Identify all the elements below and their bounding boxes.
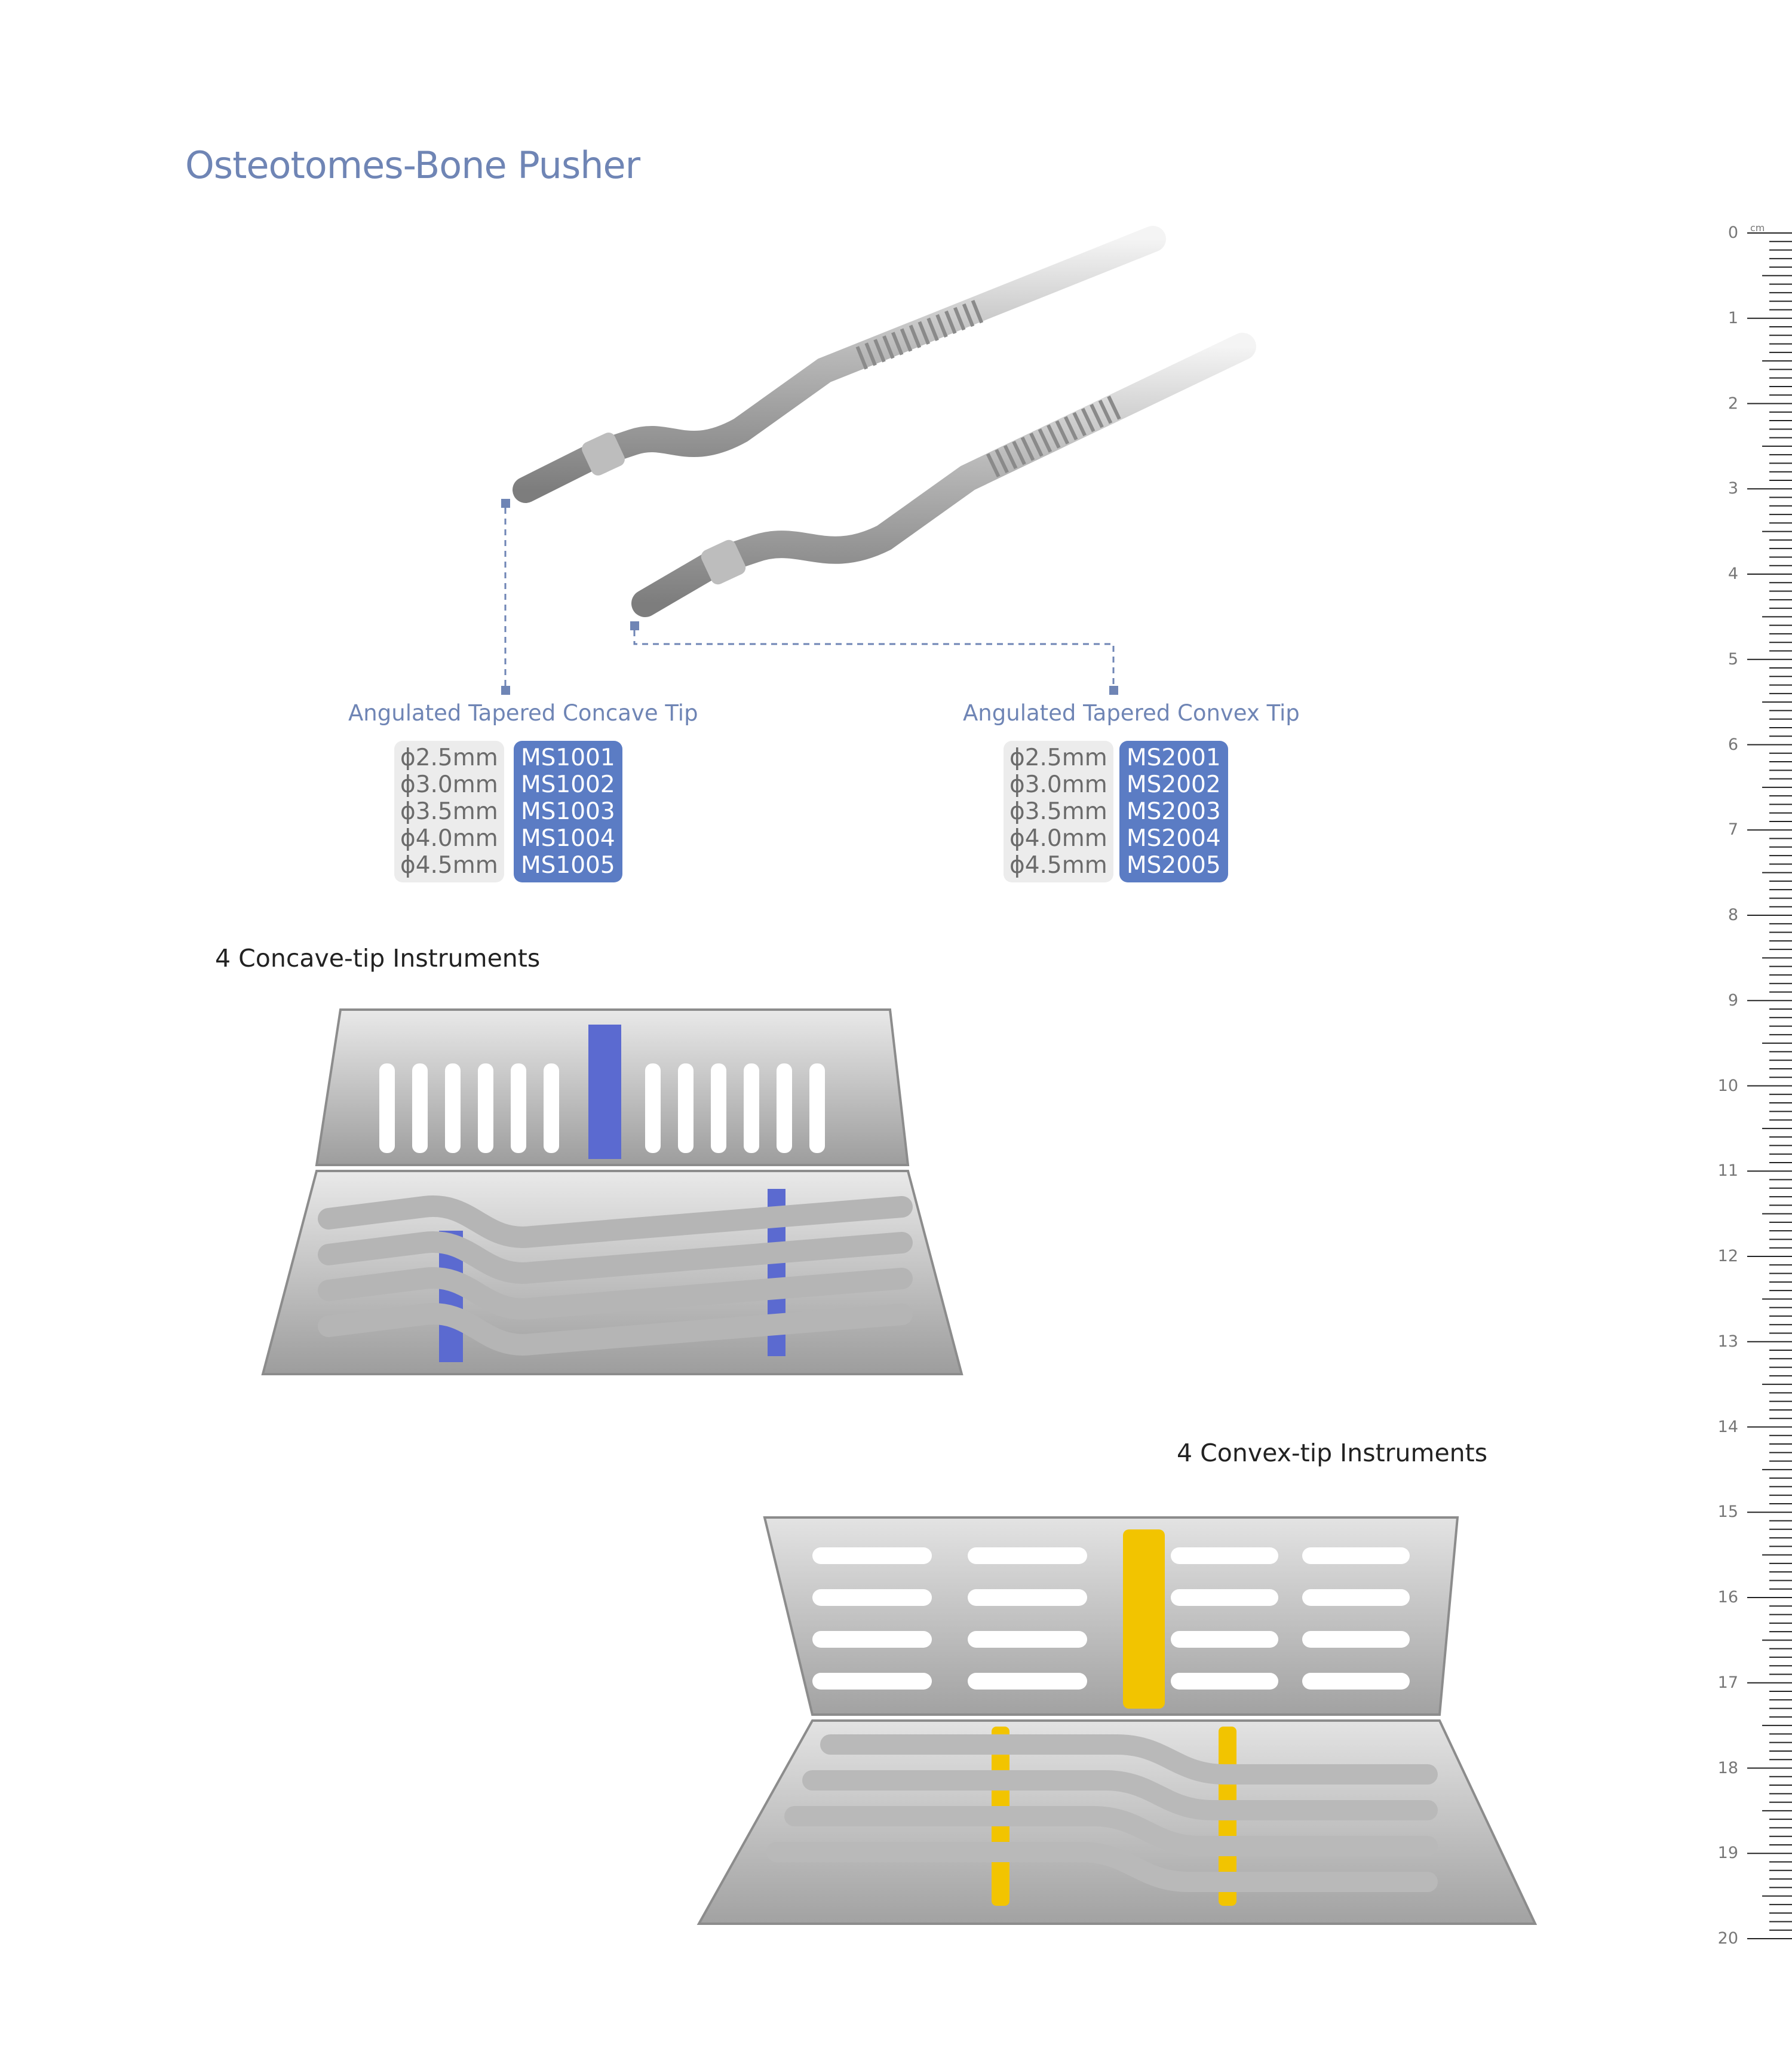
convex-code-list: MS2001 MS2002 MS2003 MS2004 MS2005 [1119, 741, 1228, 882]
callout-connectors [501, 499, 1118, 695]
ruler-number: 15 [1717, 1503, 1738, 1522]
ruler-number: 14 [1717, 1417, 1738, 1436]
ruler-number: 7 [1727, 820, 1738, 839]
ruler-number: 13 [1717, 1332, 1738, 1351]
ruler-unit: cm [1750, 222, 1765, 234]
concave-code: MS1002 [521, 771, 615, 798]
ruler-number: 6 [1727, 735, 1738, 754]
ruler-number: 5 [1727, 649, 1738, 669]
page-title: Osteotomes-Bone Pusher [185, 143, 640, 187]
osteotome-pair-image [513, 226, 1256, 617]
ruler-number: 16 [1717, 1588, 1738, 1606]
osteotome-concave [513, 226, 1166, 503]
ruler-number: 1 [1727, 308, 1738, 327]
osteotome-convex [631, 333, 1256, 617]
concave-code: MS1004 [521, 825, 615, 852]
concave-tip-label: Angulated Tapered Concave Tip [348, 700, 698, 726]
ruler-number: 10 [1717, 1076, 1738, 1095]
ruler-number: 12 [1717, 1247, 1738, 1265]
convex-kit-tray-image [696, 1516, 1538, 1925]
ruler-number: 0 [1727, 223, 1738, 242]
convex-size: ϕ4.0mm [1009, 825, 1107, 852]
concave-code: MS1001 [521, 744, 615, 771]
convex-size: ϕ3.0mm [1009, 771, 1107, 798]
concave-size: ϕ4.5mm [400, 852, 498, 879]
ruler-number: 8 [1727, 906, 1738, 924]
convex-size-list: ϕ2.5mm ϕ3.0mm ϕ3.5mm ϕ4.0mm ϕ4.5mm [1004, 741, 1113, 882]
concave-code-list: MS1001 MS1002 MS1003 MS1004 MS1005 [514, 741, 622, 882]
concave-size: ϕ3.5mm [400, 798, 498, 825]
convex-code: MS2005 [1127, 852, 1221, 879]
convex-size: ϕ4.5mm [1009, 852, 1107, 879]
ruler-number: 17 [1717, 1673, 1738, 1692]
concave-code: MS1003 [521, 798, 615, 825]
ruler-number: 18 [1717, 1758, 1738, 1777]
concave-size-list: ϕ2.5mm ϕ3.0mm ϕ3.5mm ϕ4.0mm ϕ4.5mm [394, 741, 504, 882]
ruler-number: 11 [1717, 1161, 1738, 1181]
concave-kit-tray-image [261, 1008, 963, 1375]
ruler-number: 19 [1717, 1844, 1738, 1863]
ruler-ticks [1747, 232, 1792, 1939]
concave-kit-label: 4 Concave-tip Instruments [215, 944, 541, 973]
ruler-number: 9 [1727, 991, 1738, 1010]
concave-size: ϕ4.0mm [400, 825, 498, 852]
convex-code: MS2004 [1127, 825, 1221, 852]
ruler-number: 3 [1727, 479, 1738, 498]
convex-size: ϕ2.5mm [1009, 744, 1107, 771]
ruler-number: 20 [1717, 1929, 1738, 1948]
concave-size: ϕ2.5mm [400, 744, 498, 771]
convex-kit-label: 4 Convex-tip Instruments [1177, 1439, 1488, 1467]
convex-code: MS2002 [1127, 771, 1221, 798]
concave-size: ϕ3.0mm [400, 771, 498, 798]
convex-code: MS2003 [1127, 798, 1221, 825]
ruler-number: 2 [1727, 394, 1738, 413]
concave-code: MS1005 [521, 852, 615, 879]
convex-code: MS2001 [1127, 744, 1221, 771]
ruler-number: 4 [1727, 565, 1738, 583]
convex-tip-label: Angulated Tapered Convex Tip [963, 700, 1300, 726]
convex-size: ϕ3.5mm [1009, 798, 1107, 825]
